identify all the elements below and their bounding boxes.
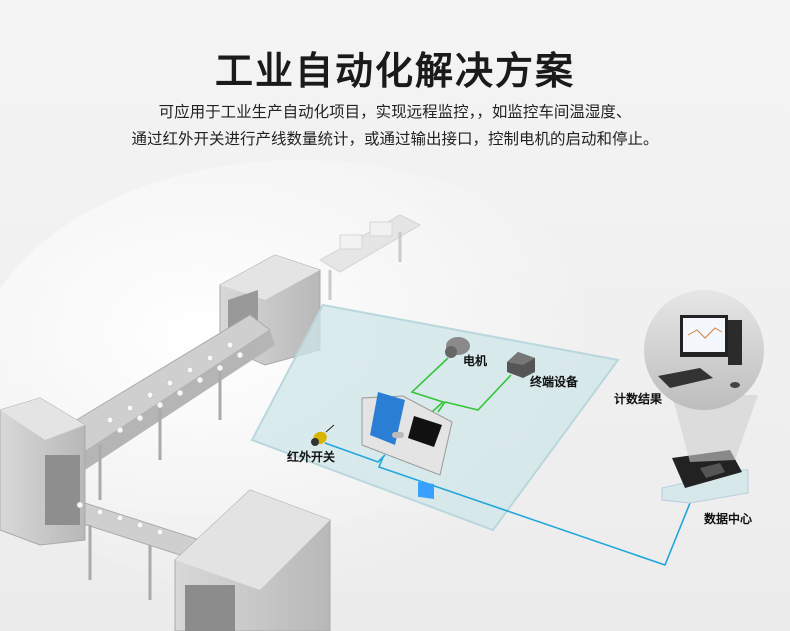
bottom-machine — [174, 489, 331, 631]
computer-icon — [644, 290, 764, 410]
motor-label: 电机 — [463, 354, 488, 368]
back-conveyor — [319, 214, 422, 300]
motor-icon — [445, 337, 470, 358]
description-line-2: 通过红外开关进行产线数量统计，或通过输出接口，控制电机的启动和停止。 — [131, 130, 659, 148]
left-machine — [0, 397, 86, 546]
terminal-link — [437, 374, 512, 413]
data-center-label: 数据中心 — [704, 512, 753, 526]
count-result-label: 计数结果 — [614, 392, 663, 406]
ir-switch-label: 红外开关 — [287, 450, 336, 464]
bottles — [76, 341, 244, 536]
page-title: 工业自动化解决方案 — [214, 49, 575, 93]
description-line-1: 可应用于工业生产自动化项目，实现远程监控，，如监控车间温湿度、 — [158, 103, 632, 121]
motor-link — [410, 357, 449, 413]
ir-switch-icon — [311, 424, 335, 446]
terminal-device-icon — [507, 352, 535, 378]
projection-cone — [672, 395, 758, 462]
data-link — [377, 456, 691, 567]
terminal-label: 终端设备 — [530, 375, 579, 389]
controller-device — [361, 392, 453, 499]
